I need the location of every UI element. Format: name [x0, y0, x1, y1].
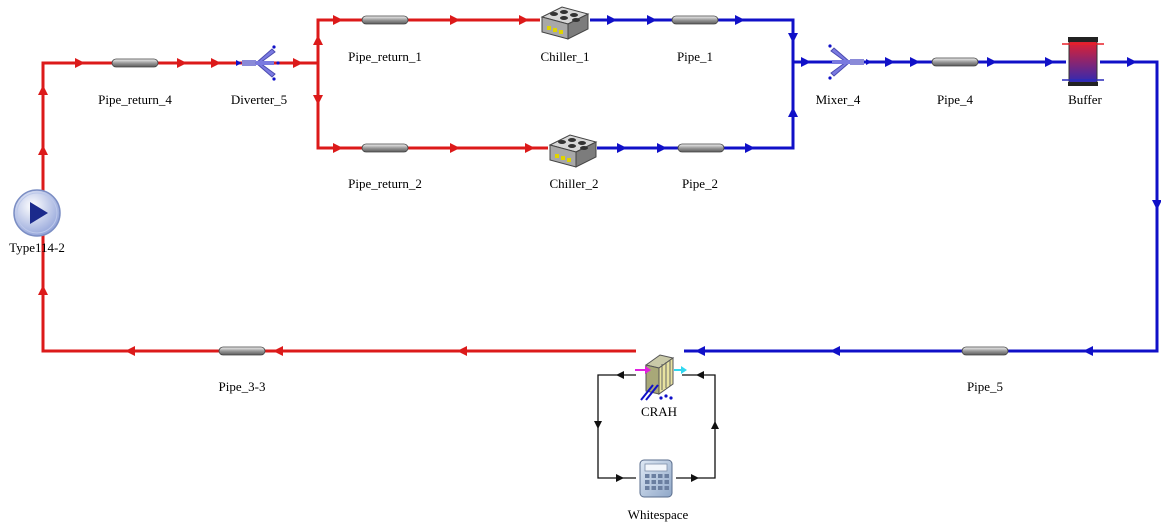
- component-labels: Pipe_return_4 Diverter_5 Pipe_return_1 C…: [9, 49, 1102, 522]
- flow-arrow-icon: [801, 57, 811, 67]
- supply-line-branch-1[interactable]: [590, 18, 795, 62]
- label-pipe-return-2: Pipe_return_2: [348, 176, 422, 191]
- label-whitespace: Whitespace: [628, 507, 689, 522]
- flow-arrow-icon: [273, 346, 283, 356]
- label-pipe-4: Pipe_4: [937, 92, 974, 107]
- flow-arrow-icon: [1045, 57, 1055, 67]
- flow-arrow-icon: [125, 346, 135, 356]
- flow-arrow-icon: [313, 95, 323, 105]
- label-chiller-2: Chiller_2: [549, 176, 598, 191]
- flow-arrow-icon: [695, 346, 705, 356]
- label-diverter-5: Diverter_5: [231, 92, 287, 107]
- flow-arrow-icon: [696, 371, 704, 379]
- pipe-return-4-icon[interactable]: [111, 58, 159, 68]
- flow-arrow-icon: [691, 474, 699, 482]
- pipe-return-2-icon[interactable]: [361, 143, 409, 153]
- flow-arrow-icon: [594, 421, 602, 429]
- flow-arrow-icon: [293, 58, 303, 68]
- control-line-right[interactable]: [676, 374, 716, 479]
- return-line-branch-2[interactable]: [316, 63, 548, 150]
- diverter-icon[interactable]: [236, 45, 280, 81]
- flow-arrow-icon: [735, 15, 745, 25]
- pipe-5-icon[interactable]: [961, 346, 1009, 356]
- flow-arrow-icon: [38, 85, 48, 95]
- flow-arrow-icon: [830, 346, 840, 356]
- flow-arrow-icon: [616, 371, 624, 379]
- flow-arrow-icon: [519, 15, 529, 25]
- flow-arrow-icon: [607, 15, 617, 25]
- flow-arrow-icon: [333, 15, 343, 25]
- flow-arrow-icon: [657, 143, 667, 153]
- pump-icon[interactable]: [13, 189, 61, 237]
- return-lines: [41, 18, 636, 353]
- flow-arrow-icon: [788, 107, 798, 117]
- pipe-3-3-icon[interactable]: [218, 346, 266, 356]
- supply-line-branch-2[interactable]: [597, 62, 795, 150]
- pipe-segments: [111, 15, 1009, 356]
- flow-arrow-icon: [38, 145, 48, 155]
- label-mixer-4: Mixer_4: [816, 92, 861, 107]
- crah-icon[interactable]: [635, 354, 687, 401]
- flow-arrow-icon: [525, 143, 535, 153]
- flow-arrow-icon: [1083, 346, 1093, 356]
- flow-arrow-icon: [987, 57, 997, 67]
- flow-arrow-icon: [75, 58, 85, 68]
- label-pump: Type114-2: [9, 240, 65, 255]
- flow-arrows: [38, 15, 1161, 482]
- flow-arrow-icon: [647, 15, 657, 25]
- label-pipe-2: Pipe_2: [682, 176, 718, 191]
- flow-arrow-icon: [711, 421, 719, 429]
- pipe-return-1-icon[interactable]: [361, 15, 409, 25]
- flow-arrow-icon: [617, 143, 627, 153]
- buffer-tank-icon[interactable]: [1062, 37, 1104, 86]
- return-line-branch-1[interactable]: [316, 18, 540, 63]
- label-pipe-5: Pipe_5: [967, 379, 1003, 394]
- pipe-1-icon[interactable]: [671, 15, 719, 25]
- pipe-2-icon[interactable]: [677, 143, 725, 153]
- flow-arrow-icon: [313, 35, 323, 45]
- chiller-1-icon[interactable]: [540, 6, 590, 40]
- label-crah: CRAH: [641, 404, 677, 419]
- flow-arrow-icon: [450, 143, 460, 153]
- flow-arrow-icon: [788, 33, 798, 43]
- mixer-icon[interactable]: [828, 44, 872, 80]
- label-chiller-1: Chiller_1: [540, 49, 589, 64]
- flow-arrow-icon: [616, 474, 624, 482]
- flow-arrow-icon: [177, 58, 187, 68]
- flow-arrow-icon: [1127, 57, 1137, 67]
- flow-arrow-icon: [1152, 200, 1161, 210]
- flow-arrow-icon: [910, 57, 920, 67]
- flow-arrow-icon: [745, 143, 755, 153]
- label-pipe-return-1: Pipe_return_1: [348, 49, 422, 64]
- label-buffer: Buffer: [1068, 92, 1102, 107]
- flow-arrow-icon: [450, 15, 460, 25]
- flow-arrow-icon: [38, 285, 48, 295]
- calculator-icon[interactable]: [639, 459, 673, 498]
- label-pipe-3-3: Pipe_3-3: [219, 379, 266, 394]
- control-line-left[interactable]: [597, 374, 636, 479]
- label-pipe-return-4: Pipe_return_4: [98, 92, 172, 107]
- flow-arrow-icon: [457, 346, 467, 356]
- flow-arrow-icon: [885, 57, 895, 67]
- flow-arrow-icon: [333, 143, 343, 153]
- chiller-2-icon[interactable]: [548, 134, 598, 168]
- label-pipe-1: Pipe_1: [677, 49, 713, 64]
- flow-arrow-icon: [211, 58, 221, 68]
- pipe-4-icon[interactable]: [931, 57, 979, 67]
